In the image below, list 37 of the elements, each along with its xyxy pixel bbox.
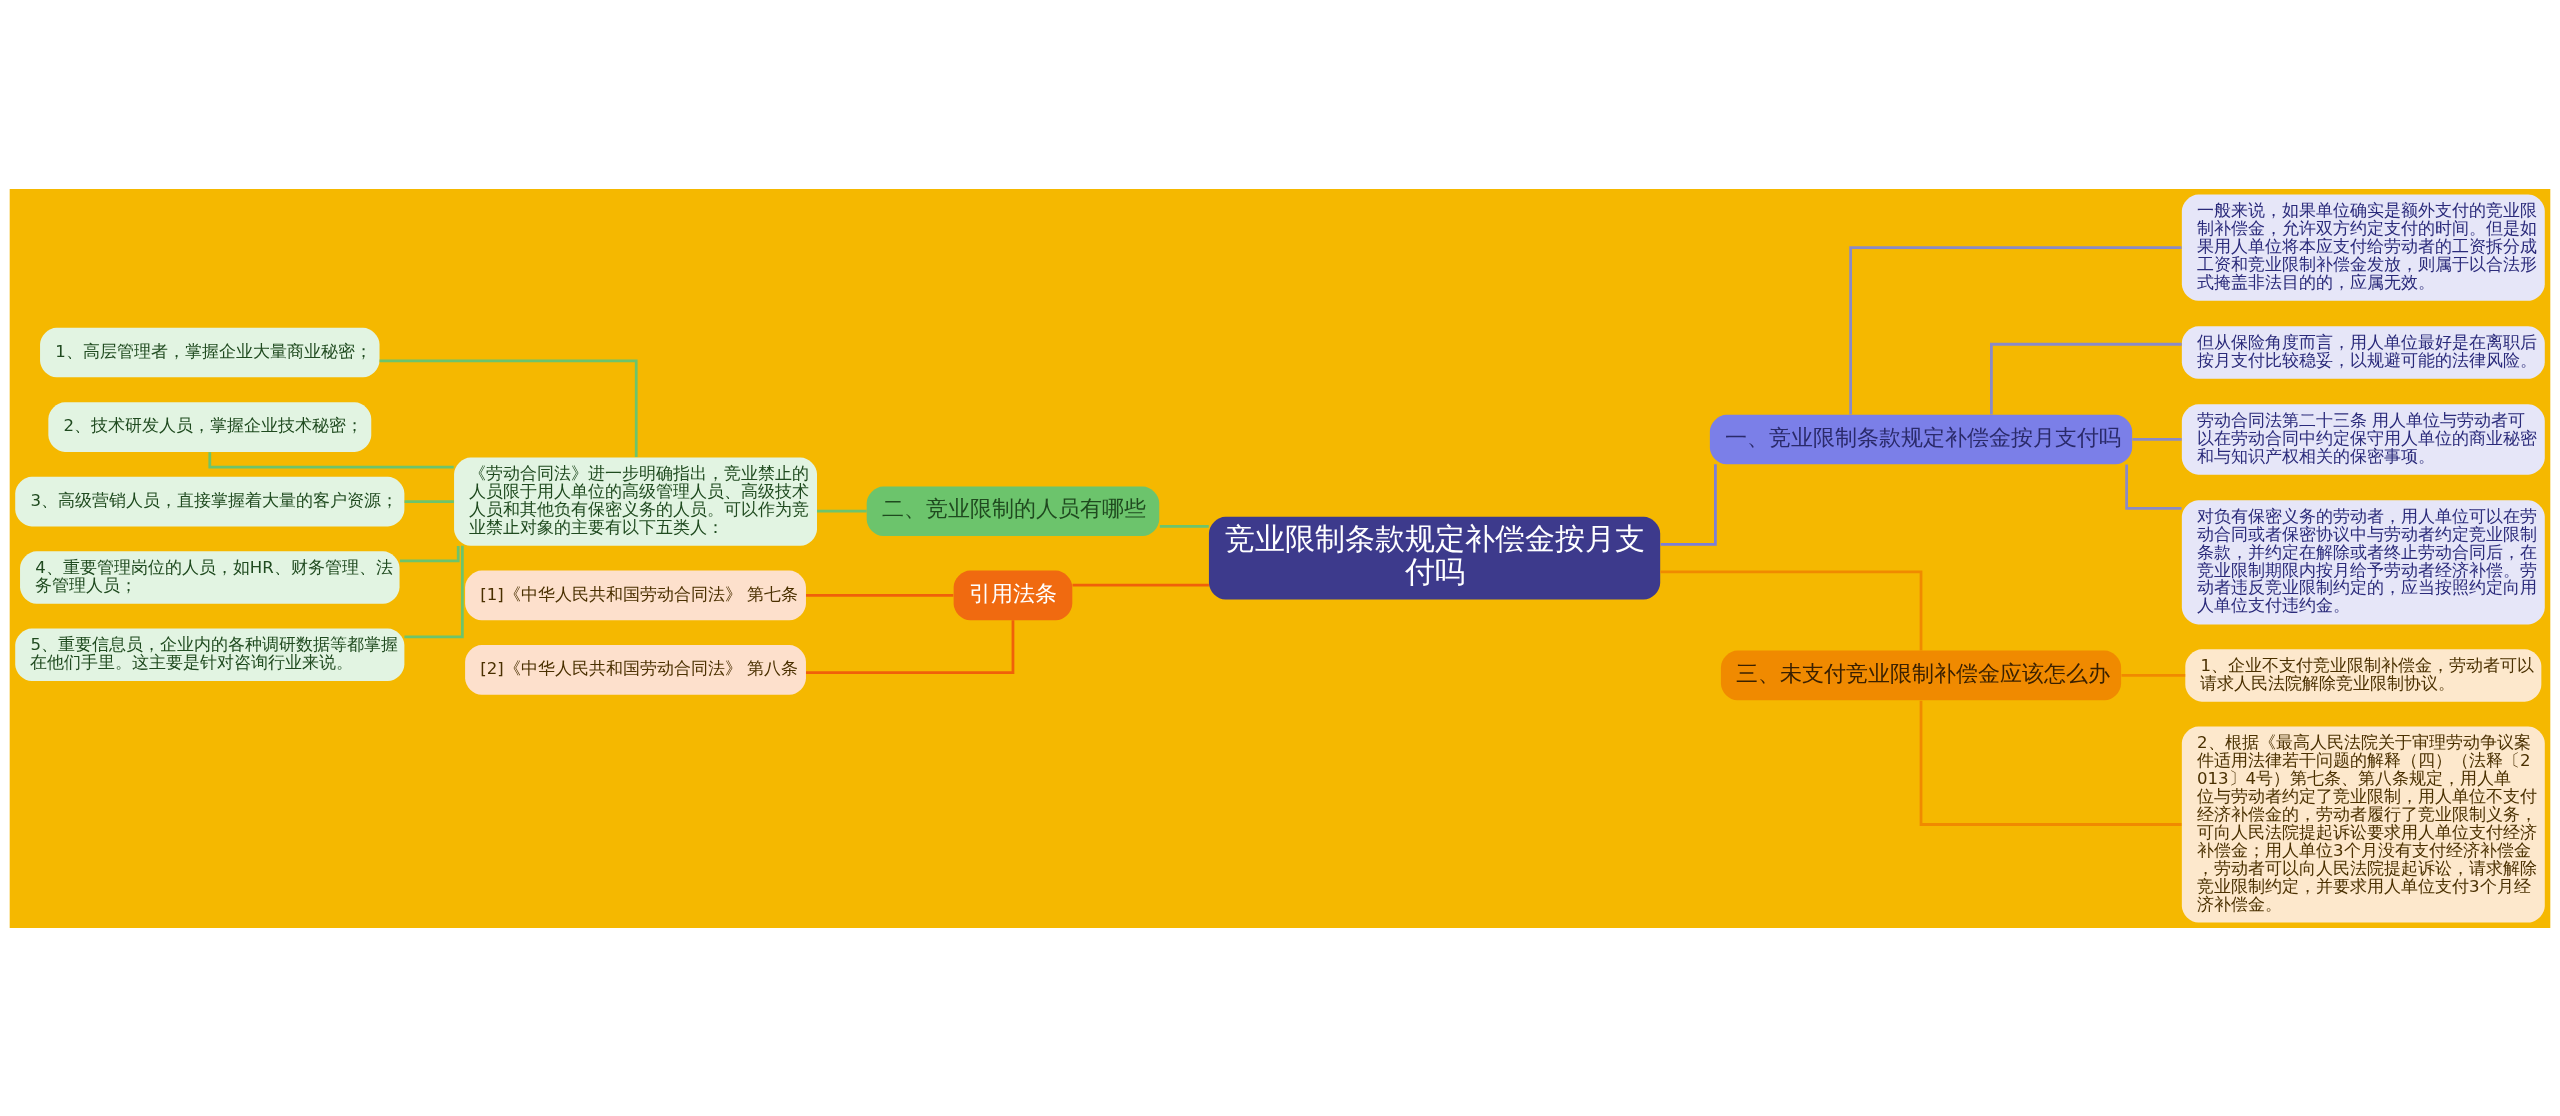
connector — [2121, 673, 2186, 677]
connector — [1660, 463, 1717, 546]
connector — [806, 593, 954, 597]
connector — [399, 545, 460, 562]
connector — [2125, 463, 2182, 510]
node-box: 劳动合同法第二十三条 用人单位与劳动者可以在劳动合同中约定保守用人单位的商业秘密和与知识产权相关的保密事项。 — [2181, 403, 2545, 475]
node-box: 《劳动合同法》进一步明确指出，竞业禁止的人员限于用人单位的高级管理人员、高级技术人员和其他负有保密义务的人员。可以作为竞业禁止对象的主要有以下五类人： — [454, 456, 817, 546]
connector — [1660, 570, 1923, 650]
node-box: 1、高层管理者，掌握企业大量商业秘密； — [40, 327, 380, 377]
connector — [1849, 245, 2182, 414]
connector — [404, 499, 454, 503]
node-box: 4、重要管理岗位的人员，如HR、财务管理、法务管理人员； — [20, 550, 400, 604]
connector — [817, 509, 867, 513]
node-box: 5、重要信息员，企业内的各种调研数据等都掌握在他们手里。这主要是针对咨询行业来说。 — [15, 628, 405, 681]
node-box: 二、竞业限制的人员有哪些 — [866, 485, 1160, 536]
node-box: 一般来说，如果单位确实是额外支付的竞业限制补偿金，允许双方约定支付的时间。但是如果用人单位将本应支付给劳动者的工资拆分成工资和竞业限制补偿金发放，则属于以合法形式掩盖非法目的的，应属无效。 — [2181, 194, 2545, 301]
connector — [1159, 524, 1209, 528]
node-box: 竞业限制条款规定补偿金按月支付吗 — [1208, 516, 1661, 600]
node-box: 1、企业不支付竞业限制补偿金，劳动者可以请求人民法院解除竞业限制协议。 — [2185, 648, 2542, 702]
node-box: [1]《中华人民共和国劳动合同法》 第七条 — [465, 570, 806, 620]
node-box: 引用法条 — [953, 570, 1073, 620]
connector — [806, 619, 1015, 674]
node-box: 但从保险角度而言，用人单位最好是在离职后按月支付比较稳妥，以规避可能的法律风险。 — [2181, 325, 2545, 379]
node-box: 三、未支付竞业限制补偿金应该怎么办 — [1720, 650, 2122, 700]
connector — [379, 358, 638, 457]
node-box: 2、根据《最高人民法院关于审理劳动争议案件适用法律若干问题的解释（四）（法释〔2013〕4号）第七条、第八条规定，用人单位与劳动者约定了竞业限制，用人单位不支付经济补偿金的，劳动者履行了竞业限制义务，可向人民法院提起诉讼要求用人单位支付经济补偿金；用人单位3个月没有支付经济补偿金，劳动者可以向人民法院提起诉讼，请求解除竞业限制约定，并要求用人单位支付3个月经济补偿金。 — [2181, 726, 2545, 922]
node-box: 对负有保密义务的劳动者，用人单位可以在劳动合同或者保密协议中与劳动者约定竞业限制条款，并约定在解除或者终止劳动合同后，在竞业限制期限内按月给予劳动者经济补偿。劳动者违反竞业限制约定的，应当按照约定向用人单位支付违约金。 — [2181, 499, 2545, 624]
connector — [1990, 342, 2182, 414]
connector — [1919, 700, 2182, 826]
connector — [2132, 437, 2182, 441]
connector — [208, 451, 454, 468]
node-box: [2]《中华人民共和国劳动合同法》 第八条 — [465, 644, 806, 695]
connector — [1072, 583, 1209, 586]
node-box: 2、技术研发人员，掌握企业技术秘密； — [48, 401, 372, 452]
connector — [404, 545, 464, 638]
node-box: 3、高级营销人员，直接掌握着大量的客户资源； — [15, 476, 405, 526]
node-box: 一、竞业限制条款规定补偿金按月支付吗 — [1709, 414, 2133, 464]
